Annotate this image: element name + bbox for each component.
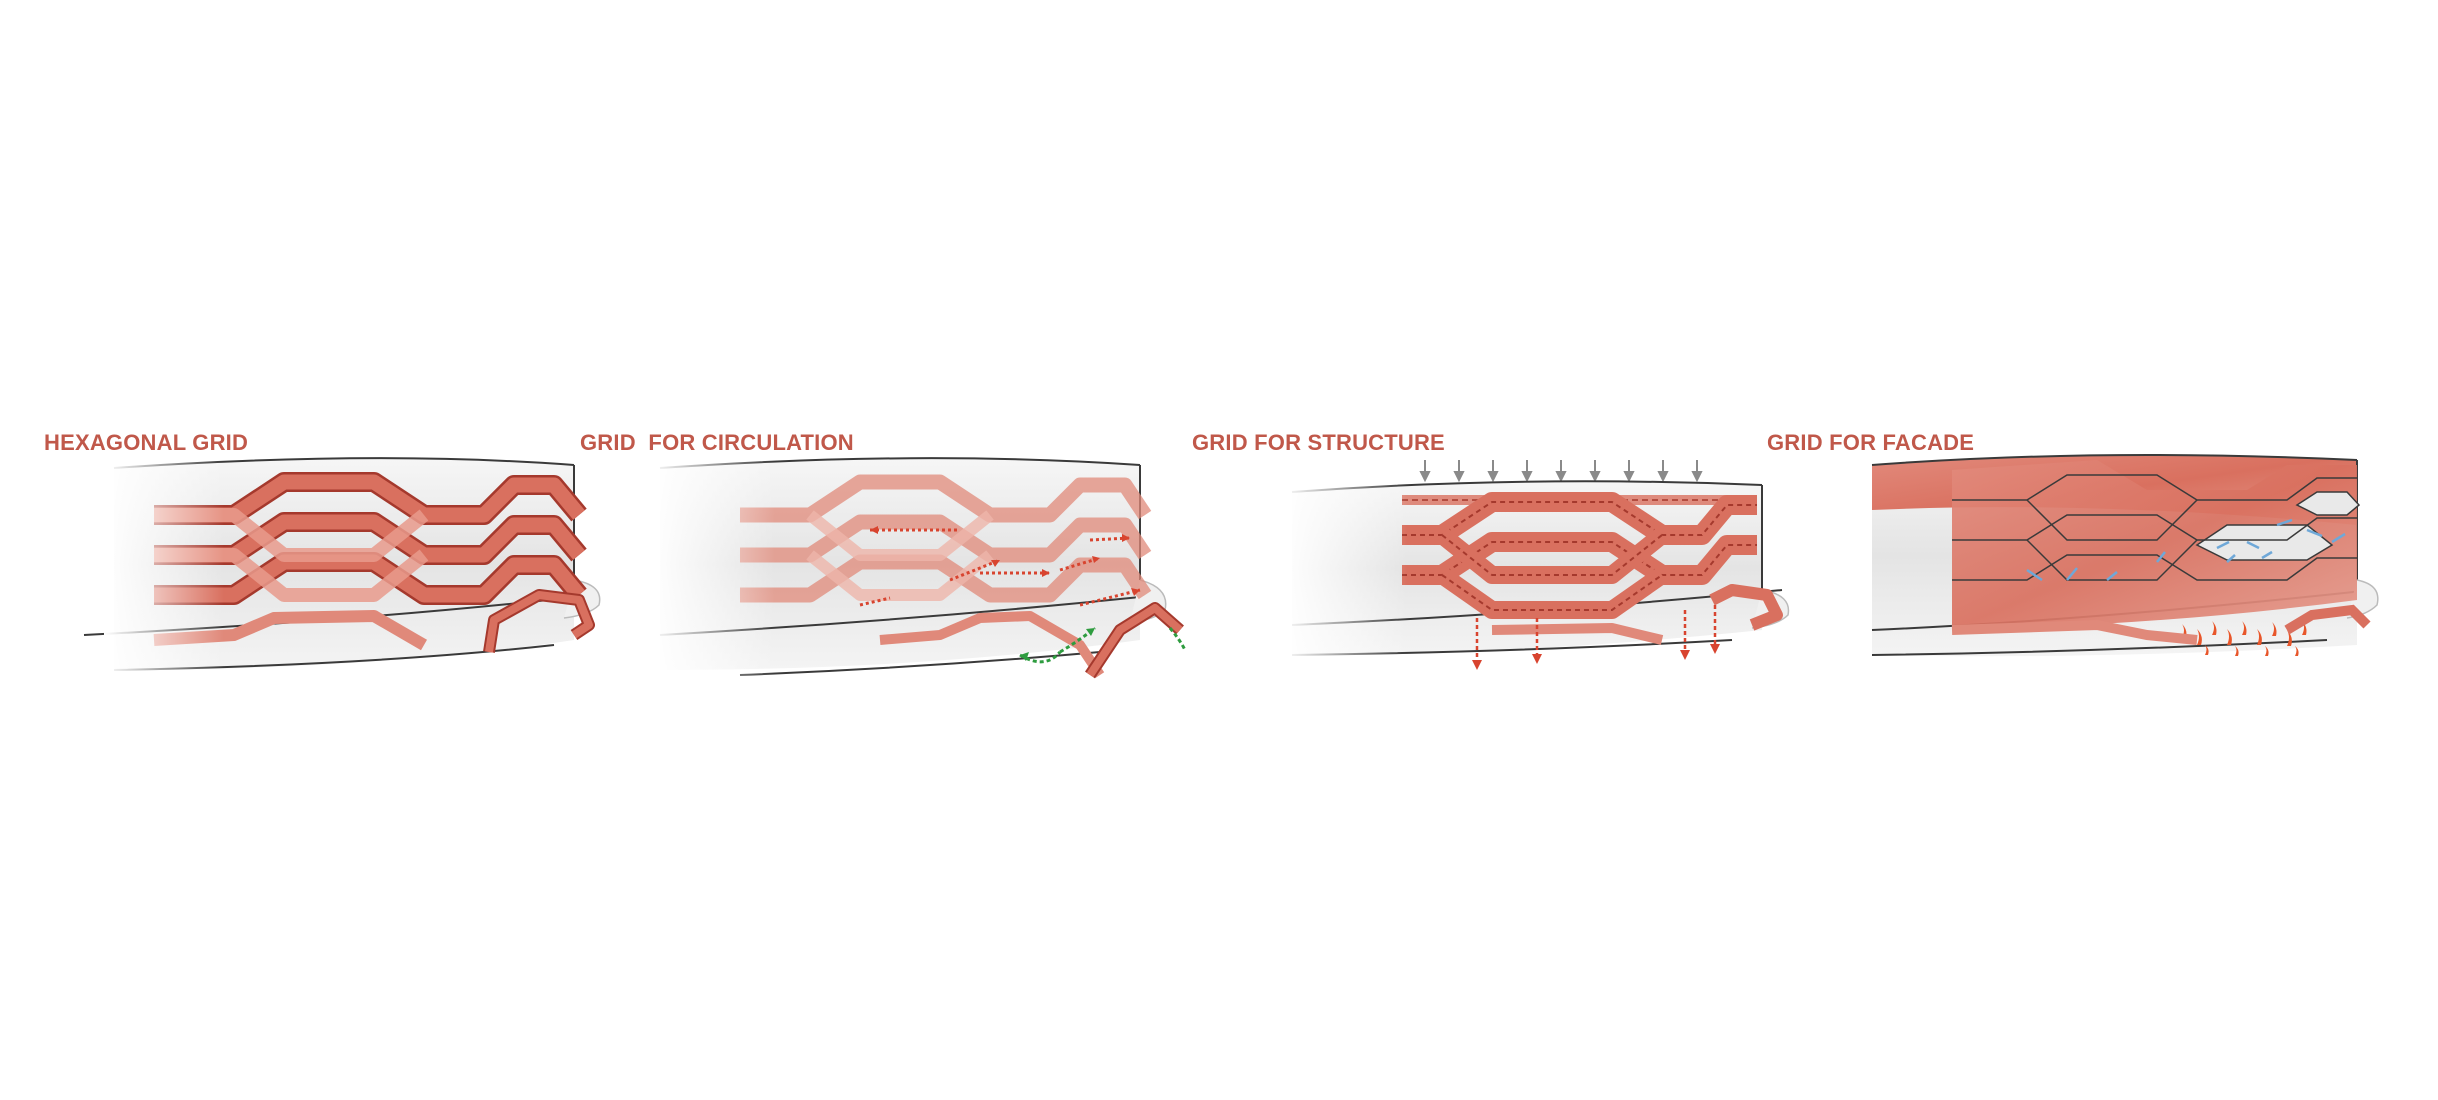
panel-grid-for-structure: GRID FOR STRUCTURE [1192,430,1792,690]
facade-panels [1952,460,2357,630]
panel-title: GRID FOR FACADE [1767,430,1975,455]
lower-band [1951,604,2371,645]
facade-grid-drawing [1871,454,2379,657]
facade-lines [1952,474,2357,581]
hexagonal-grid-drawing [83,450,601,680]
panel-hexagonal-grid: HEXAGONAL GRID [44,430,644,690]
panel-title: GRID FOR STRUCTURE [1192,430,1445,455]
circulation-grid-drawing [650,450,1187,680]
hexagon-openings [2195,491,2361,561]
ventilation-arrows [2026,518,2346,582]
panel-title: HEXAGONAL GRID [44,430,249,455]
heat-flames [2182,621,2307,656]
structure-grid-drawing [1282,460,1790,670]
panel-grid-for-circulation: GRID FOR CIRCULATION [580,430,1187,690]
panel-grid-for-facade: GRID FOR FACADE [1767,430,2379,690]
panel-title: GRID FOR CIRCULATION [580,430,854,455]
